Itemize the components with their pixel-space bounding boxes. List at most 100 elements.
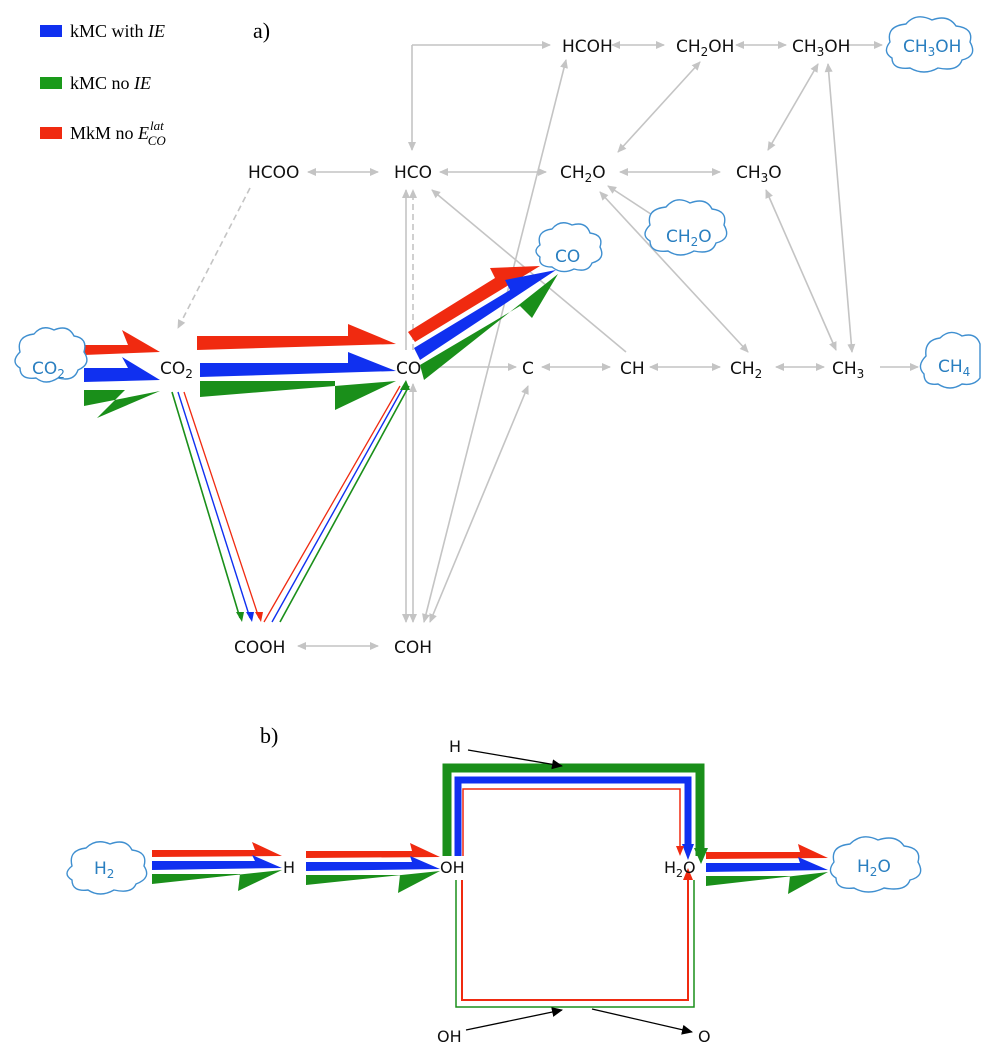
flux-green-co2-in [84, 390, 160, 418]
cloud-co: CO [535, 222, 603, 273]
cloud-ch2o: CH2O [644, 199, 728, 256]
species-co: CO [396, 359, 421, 379]
species-b-h-top: H [449, 737, 461, 756]
flux-blue-co-cloud [414, 270, 556, 360]
flux-green-upper-loop-head [694, 848, 708, 864]
flux-green-lower-loop [455, 880, 695, 1008]
flux-arrows-panel-a [84, 266, 558, 623]
flux-blue-co2-cooh-head [246, 612, 254, 622]
svg-text:CH4: CH4 [938, 357, 970, 379]
species-b-oh-bottom: OH [437, 1027, 462, 1045]
species-ch: CH [620, 359, 645, 379]
species-ch2o: CH2O [560, 163, 606, 185]
flux-blue-co2-cooh [177, 391, 251, 619]
species-ch3: CH3 [832, 359, 864, 381]
panel-b: H2 H2O H OH [66, 737, 922, 1045]
edge-ch3oh-ch3 [824, 63, 856, 353]
species-hco: HCO [394, 163, 432, 183]
flux-green-h2o-out [706, 872, 828, 894]
flux-red-co2-co [197, 324, 396, 350]
flux-green-co2-cooh [171, 391, 241, 619]
cloud-h2: H2 [66, 841, 148, 895]
cloud-co2: CO2 [14, 327, 88, 383]
species-b-oh: OH [440, 858, 465, 877]
cloud-co2-label: CO [32, 359, 57, 379]
flux-cooh-co-head [400, 380, 410, 390]
svg-text:H2: H2 [94, 859, 114, 881]
edge-coh-c [429, 385, 529, 623]
legend-label-kmc-no-ie: kMC no IE [70, 73, 151, 93]
cloud-ch3oh: CH3OH [885, 16, 974, 73]
species-b-h2o: H2O [664, 858, 696, 880]
svg-text:H2O: H2O [857, 857, 891, 879]
cloud-co-label: CO [555, 247, 580, 267]
flux-blue-co2-co [200, 352, 396, 377]
species-ch3oh: CH3OH [792, 37, 850, 59]
flux-red-cooh-co [263, 385, 401, 623]
arrow-o-out [591, 1008, 693, 1035]
edge-ch2o-ch2 [599, 191, 749, 353]
cloud-ch3oh-label: CH [903, 37, 928, 57]
panel-b-label: b) [260, 723, 278, 748]
flux-red-upper-loop [462, 788, 681, 856]
gray-reaction-edges [177, 41, 919, 650]
species-c: C [522, 359, 534, 379]
species-ch2: CH2 [730, 359, 762, 381]
species-hcoo: HCOO [248, 163, 299, 183]
legend-swatch-red [40, 127, 62, 139]
svg-text:CO2: CO2 [32, 359, 65, 381]
flux-red-lower-loop [461, 876, 689, 1001]
edge-hcoo-co2-dashed [177, 187, 251, 329]
species-cooh: COOH [234, 638, 285, 658]
flux-blue-co2-in [84, 357, 160, 382]
flux-green-upper-loop [442, 763, 705, 856]
arrow-h-in [467, 749, 563, 770]
cloud-ch4-label: CH [938, 357, 963, 377]
flux-red-co2-cooh [183, 391, 260, 619]
species-ch2oh: CH2OH [676, 37, 734, 59]
flux-blue-h2o-out [706, 857, 828, 872]
flux-blue-upper-loop [454, 776, 692, 856]
flux-green-cooh-co [279, 385, 410, 623]
species-ch3o: CH3O [736, 163, 782, 185]
flux-green-co2-co [200, 381, 396, 410]
flux-red-h-oh [306, 843, 440, 858]
flux-blue-h2-h [152, 855, 282, 870]
species-b-h: H [283, 858, 295, 877]
cloud-ch2o-label: CH [666, 227, 691, 247]
flux-blue-h-oh [306, 856, 440, 871]
flux-red-co2-in [84, 330, 160, 355]
flux-blue-upper-loop-head [682, 844, 694, 860]
flux-red-h2-h [152, 842, 282, 857]
flux-green-co-cloud [420, 274, 558, 380]
flux-green-co2-cooh-head [236, 612, 244, 622]
edge-ch3o-ch3 [765, 189, 837, 351]
flux-red-co-cloud [408, 266, 540, 342]
flux-green-h2-h [152, 870, 282, 891]
species-coh: COH [394, 638, 432, 658]
edge-ch2o-ch2oh [617, 61, 701, 153]
edge-ch3o-ch3oh [767, 63, 819, 151]
svg-text:CH3OH: CH3OH [903, 37, 961, 59]
cloud-h2o-label: H [857, 857, 870, 877]
panel-a-label: a) [253, 18, 270, 43]
cloud-h2-label: H [94, 859, 107, 879]
legend-swatch-green [40, 77, 62, 89]
flux-red-co2-cooh-head [255, 612, 263, 622]
species-co2: CO2 [160, 359, 193, 381]
svg-text:CH2O: CH2O [666, 227, 712, 249]
flux-blue-cooh-co [271, 385, 405, 623]
species-labels: HCOH CH2OH CH3OH HCOO HCO CH2O CH3O CO2 … [160, 37, 864, 658]
species-hcoh: HCOH [562, 37, 613, 57]
arrow-oh-in [465, 1007, 563, 1031]
species-b-o-bottom: O [698, 1027, 711, 1045]
legend-swatch-blue [40, 25, 62, 37]
cloud-h2o: H2O [829, 836, 922, 893]
flux-red-upper-loop-head [676, 846, 684, 856]
legend-label-kmc-with-ie: kMC with IE [70, 21, 165, 41]
flux-green-h-oh [306, 871, 440, 893]
flux-red-h2o-out [706, 844, 828, 859]
